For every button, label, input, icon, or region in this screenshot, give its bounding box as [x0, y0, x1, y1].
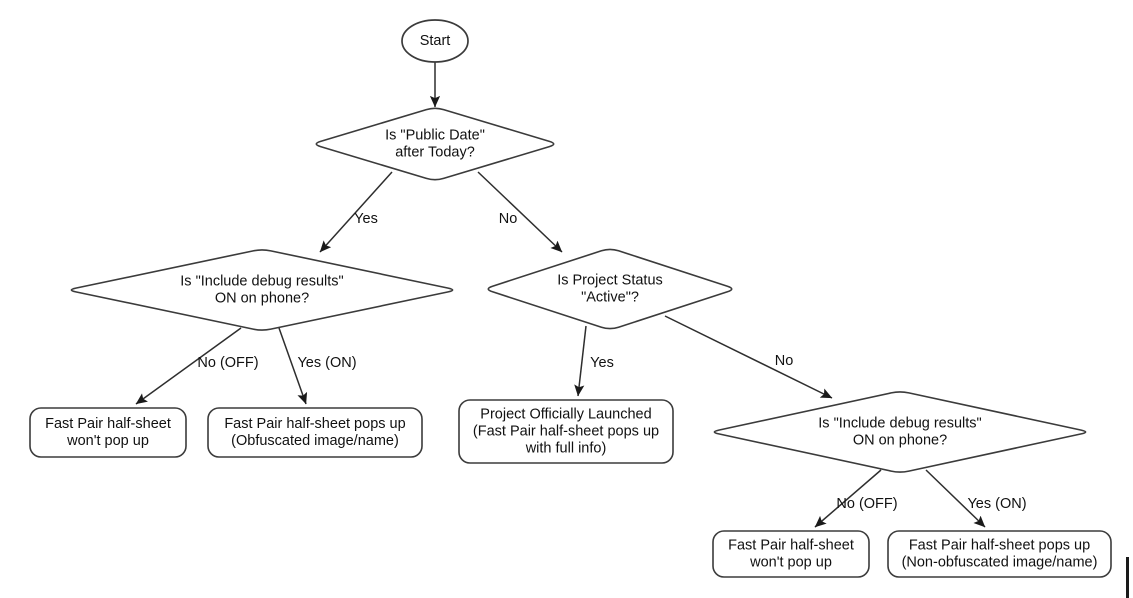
- edge-debug-left-yes-on-label: Yes (ON): [297, 355, 356, 371]
- decision-include-debug-left-label: Is "Include debug results"ON on phone?: [180, 273, 343, 306]
- decision-project-status-label: Is Project Status"Active"?: [557, 272, 663, 305]
- edge-debug-left-yes-on: [278, 327, 308, 405]
- edge-public-date-no: [477, 171, 563, 253]
- outcome-officially-launched-label: Project Officially Launched(Fast Pair ha…: [473, 406, 659, 456]
- edge-debug-left-no-off: [135, 327, 242, 405]
- edge-public-date-no-label: No: [499, 211, 518, 227]
- edge-project-status-no-label: No: [775, 353, 794, 369]
- decision-public-date-label: Is "Public Date"after Today?: [385, 127, 485, 160]
- edge-project-status-yes: [574, 325, 587, 397]
- outcome-no-popup-left-shape: [29, 407, 187, 458]
- decision-public-date-shape: [315, 107, 555, 181]
- outcome-officially-launched-shape: [458, 399, 674, 464]
- nodes-layer: Start Is "Public Date"after Today? Is "Inc…: [29, 19, 1112, 578]
- right-edge-mark: [1126, 557, 1129, 598]
- edge-debug-right-yes-on-label: Yes (ON): [967, 496, 1026, 512]
- edge-debug-right-no-off-label: No (OFF): [836, 496, 897, 512]
- edge-debug-right-yes-on: [925, 469, 986, 528]
- outcome-no-popup-right-shape: [712, 530, 870, 578]
- edge-debug-right-no-off: [814, 469, 882, 528]
- edge-project-status-yes-label: Yes: [590, 355, 614, 371]
- outcome-obfuscated-shape: [207, 407, 423, 458]
- edge-public-date-yes: [319, 171, 393, 253]
- decision-project-status-shape: [487, 248, 733, 330]
- decision-include-debug-right-shape: [713, 391, 1087, 473]
- start-terminal-label: Start: [420, 33, 451, 49]
- edge-debug-left-no-off-label: No (OFF): [197, 355, 258, 371]
- outcome-non-obfuscated-shape: [887, 530, 1112, 578]
- edge-project-status-no: [664, 315, 833, 399]
- decision-include-debug-left-shape: [70, 249, 454, 331]
- decision-include-debug-right-label: Is "Include debug results"ON on phone?: [818, 415, 981, 448]
- outcome-obfuscated-label: Fast Pair half-sheet pops up(Obfuscated …: [224, 416, 405, 449]
- edge-public-date-yes-label: Yes: [354, 211, 378, 227]
- start-terminal-shape: [401, 19, 469, 63]
- outcome-non-obfuscated-label: Fast Pair half-sheet pops up(Non-obfusca…: [902, 537, 1098, 570]
- edges-layer: [135, 62, 986, 528]
